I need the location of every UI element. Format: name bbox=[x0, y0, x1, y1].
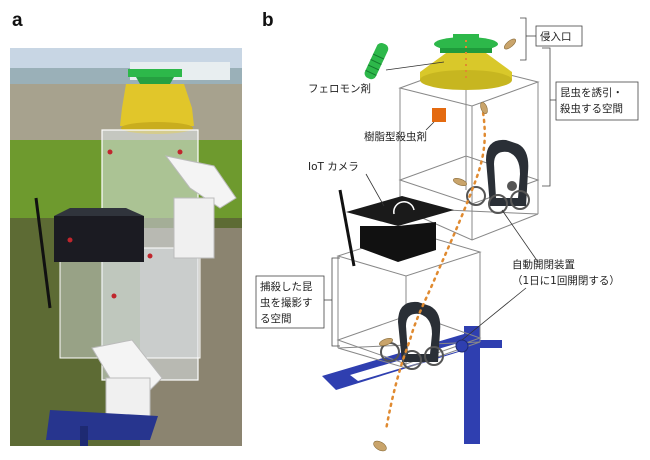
label-pheromone: フェロモン剤 bbox=[308, 82, 371, 95]
insect-path bbox=[384, 104, 487, 432]
upper-door-hinge bbox=[507, 181, 517, 191]
attract-kill-bracket bbox=[542, 47, 551, 187]
stand-post bbox=[464, 326, 480, 444]
label-attract-kill-2: 殺虫する空間 bbox=[560, 102, 623, 115]
pheromone-leader bbox=[385, 61, 445, 71]
lid-top bbox=[434, 37, 498, 51]
upper-gear-right bbox=[510, 190, 530, 210]
photo-space-box bbox=[255, 275, 325, 329]
label-iot-camera: IoT カメラ bbox=[308, 161, 359, 173]
label-attract-kill-1: 昆虫を誘引・ bbox=[560, 86, 623, 99]
camera-top bbox=[346, 196, 454, 226]
camera-leader bbox=[365, 173, 385, 207]
auto-device-leader-upper bbox=[501, 209, 539, 263]
camera-antenna bbox=[338, 189, 356, 267]
lid-rim bbox=[440, 48, 492, 53]
label-entrance: 侵入口 bbox=[540, 31, 572, 43]
insects bbox=[373, 38, 516, 452]
lower-gear-right bbox=[424, 346, 444, 366]
attract-kill-box bbox=[555, 81, 639, 121]
label-auto-device-1: 自動開閉装置 bbox=[512, 258, 575, 271]
trap-schematic: 侵入口 昆虫を誘引・ 殺虫する空間 フェロモン剤 樹脂型殺虫剤 IoT カメラ … bbox=[255, 17, 639, 452]
pheromone-tube bbox=[364, 42, 389, 80]
camera-lens-mark bbox=[393, 201, 415, 215]
upper-gear-left bbox=[466, 186, 486, 206]
upper-gear-mid bbox=[488, 194, 508, 214]
entrance-bracket bbox=[520, 17, 527, 61]
photo-space-bracket bbox=[331, 257, 340, 347]
label-photo-space-1: 捕殺した昆 bbox=[260, 280, 313, 293]
label-resin-insecticide: 樹脂型殺虫剤 bbox=[364, 130, 427, 143]
camera-body bbox=[360, 222, 436, 262]
auto-device-leader-lower bbox=[461, 287, 527, 341]
lower-gear-mid bbox=[402, 350, 422, 370]
motor-cap bbox=[455, 339, 469, 353]
label-photo-space-2: 虫を撮影す bbox=[260, 296, 313, 309]
label-auto-device-2: （1日に1回開閉する） bbox=[512, 275, 620, 287]
resin-leader bbox=[425, 121, 435, 131]
label-photo-space-3: る空間 bbox=[260, 312, 292, 325]
funnel-bottom bbox=[420, 70, 512, 90]
panel-label-a: a bbox=[12, 10, 23, 31]
panel-label-b: b bbox=[262, 10, 274, 31]
stand-arm bbox=[460, 340, 502, 348]
lid-knob bbox=[453, 34, 479, 43]
lower-door-window bbox=[406, 313, 432, 354]
resin-insecticide-block bbox=[432, 108, 446, 122]
trap-photograph bbox=[10, 48, 242, 446]
upper-box bbox=[398, 63, 540, 241]
